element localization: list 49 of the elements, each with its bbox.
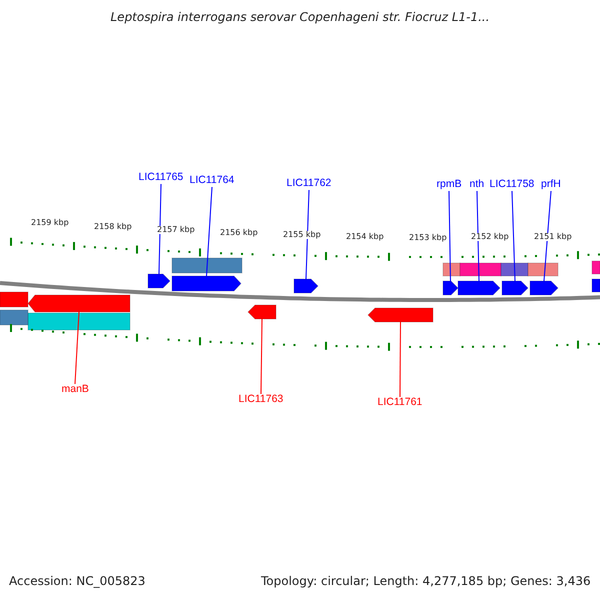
scale-label: 2154 kbp — [346, 232, 384, 242]
scale-label: 2158 kbp — [94, 222, 132, 232]
scale-label: 2152 kbp — [471, 232, 509, 242]
scale-label: 2155 kbp — [283, 230, 321, 240]
chart-title: Leptospira interrogans serovar Copenhageni str. Fiocruz L1-1... — [110, 11, 490, 24]
gene-feature — [500, 262, 528, 276]
leader-line — [260, 318, 262, 394]
gene-label: LIC11765 — [138, 172, 184, 184]
scale-label: 2153 kbp — [409, 234, 447, 242]
accession-text: Accession: NC_005823 — [9, 575, 146, 588]
scale-label: 2156 kbp — [220, 228, 258, 238]
gene-label: LIC11764 — [190, 175, 234, 187]
gene-label: nth — [470, 179, 484, 191]
gene-feature — [502, 280, 529, 296]
gene-feature — [592, 278, 600, 292]
leader-line — [544, 190, 552, 282]
gene-feature — [247, 304, 276, 320]
gene-feature — [442, 280, 459, 296]
gene-feature — [172, 258, 242, 274]
gene-label: LIC11761 — [378, 397, 422, 409]
gene-feature — [442, 262, 460, 276]
genome-summary-text: Topology: circular; Length: 4,277,185 bp; Genes: 3,436 — [261, 575, 591, 588]
leader-line — [306, 190, 310, 280]
gene-feature — [294, 278, 319, 294]
gene-label: LIC11758 — [490, 179, 534, 191]
leader-line — [206, 186, 212, 276]
gene-feature — [592, 260, 600, 274]
gene-label: prfH — [541, 179, 561, 191]
gene-feature — [528, 262, 558, 276]
gene-label: LIC11763 — [238, 394, 284, 406]
scale-label: 2157 kbp — [157, 226, 195, 234]
gene-feature — [460, 262, 502, 276]
gene-feature — [148, 274, 171, 288]
scale-label: 2151 kbp — [534, 232, 572, 242]
leader-line — [400, 322, 401, 398]
leader-line — [158, 184, 162, 274]
gene-label: manB — [62, 384, 89, 396]
leader-line — [476, 190, 480, 282]
gene-feature — [0, 292, 28, 308]
gene-feature — [367, 308, 434, 322]
gene-feature — [28, 312, 130, 330]
scale-label: 2159 kbp — [31, 218, 69, 228]
leader-line — [74, 312, 80, 384]
gene-label: rpmB — [436, 179, 462, 191]
gene-label: LIC11762 — [286, 178, 332, 190]
gene-feature — [530, 280, 559, 296]
leader-line — [448, 190, 451, 282]
leader-line — [512, 190, 516, 282]
gene-feature — [0, 310, 28, 326]
